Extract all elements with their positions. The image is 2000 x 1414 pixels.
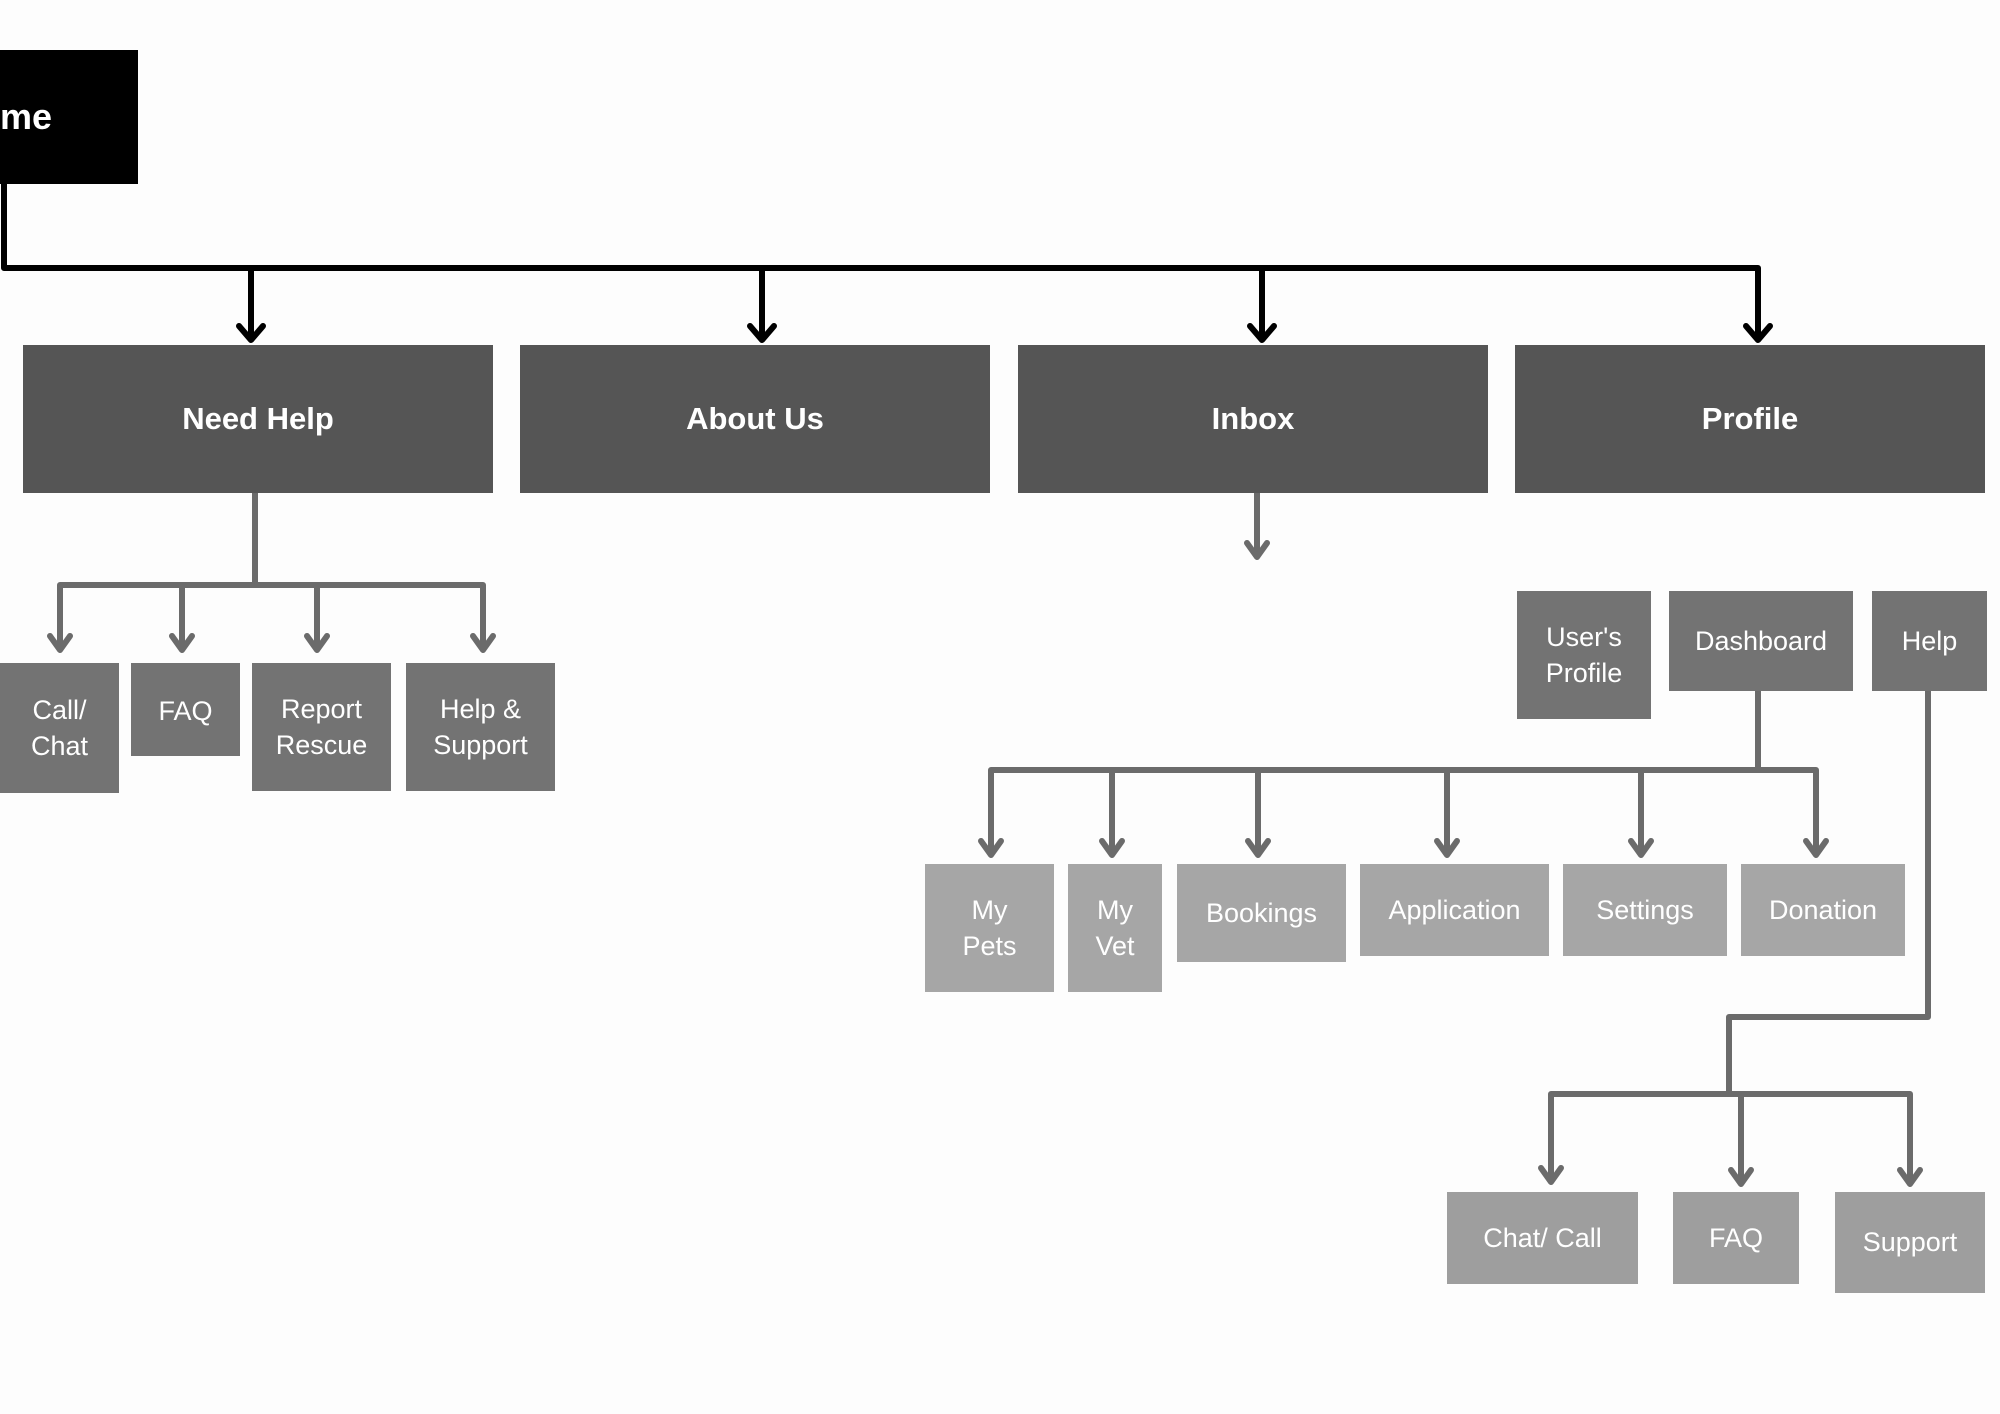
chat-call-label: Chat/ Call — [1483, 1222, 1602, 1253]
users-profile-node[interactable]: User's Profile — [1517, 591, 1651, 719]
root-label: me — [0, 96, 53, 137]
chat-call-node[interactable]: Chat/ Call — [1447, 1192, 1638, 1284]
report-rescue-label: Report Rescue — [275, 693, 368, 760]
arrow-head-chat-call — [1538, 1165, 1564, 1185]
arrow-head-my-pets — [978, 838, 1004, 858]
root-connectors — [1, 181, 1773, 343]
arrow-head-faq — [169, 633, 195, 653]
help-support-label: Help & Support — [433, 693, 528, 760]
help-support-node[interactable]: Help & Support — [406, 663, 555, 791]
arrow-head-profile — [1743, 323, 1773, 343]
arrow-head-bookings — [1245, 838, 1271, 858]
root-node[interactable]: me — [0, 50, 138, 184]
help-faq-label: FAQ — [1708, 1222, 1763, 1253]
need-help-faq-label: FAQ — [158, 696, 213, 726]
arrow-head-donation — [1803, 838, 1829, 858]
arrow-head-support — [1897, 1167, 1923, 1187]
help-node[interactable]: Help — [1872, 591, 1987, 691]
profile-label: Profile — [1701, 401, 1799, 436]
donation-node[interactable]: Donation — [1741, 864, 1905, 956]
report-rescue-node[interactable]: Report Rescue — [252, 663, 391, 791]
arrow-head-need-help — [236, 323, 266, 343]
arrow-head-report-rescue — [304, 633, 330, 653]
arrow-head-inbox — [1247, 323, 1277, 343]
arrow-head-settings — [1628, 838, 1654, 858]
users-profile-label: User's Profile — [1545, 621, 1623, 688]
need-help-faq-node[interactable]: FAQ — [131, 663, 240, 756]
support-label: Support — [1862, 1227, 1958, 1258]
inbox-label: Inbox — [1211, 401, 1295, 436]
help-faq-node[interactable]: FAQ — [1673, 1192, 1799, 1284]
about-us-node[interactable]: About Us — [520, 345, 990, 493]
dashboard-node[interactable]: Dashboard — [1669, 591, 1853, 691]
profile-node[interactable]: Profile — [1515, 345, 1985, 493]
help-trunk-line — [1548, 687, 1931, 1185]
inbox-node[interactable]: Inbox — [1018, 345, 1488, 493]
help-label: Help — [1901, 625, 1958, 656]
arrow-head-my-vet — [1099, 838, 1125, 858]
call-chat-label: Call/ Chat — [30, 694, 89, 761]
my-vet-label: My Vet — [1095, 894, 1135, 961]
dashboard-trunk-line — [988, 687, 1819, 856]
support-node[interactable]: Support — [1835, 1192, 1985, 1293]
call-chat-node[interactable]: Call/ Chat — [0, 663, 119, 793]
arrow-head-about-us — [747, 323, 777, 343]
settings-label: Settings — [1596, 894, 1694, 925]
application-node[interactable]: Application — [1360, 864, 1549, 956]
bookings-label: Bookings — [1205, 897, 1318, 928]
dashboard-label: Dashboard — [1694, 625, 1828, 656]
donation-label: Donation — [1768, 894, 1878, 925]
need-help-node[interactable]: Need Help — [23, 345, 493, 493]
need-help-trunk-line — [57, 490, 486, 651]
about-us-label: About Us — [686, 401, 824, 436]
root-trunk-line — [1, 181, 1761, 341]
my-vet-node[interactable]: My Vet — [1068, 864, 1162, 992]
arrow-head-application — [1434, 838, 1460, 858]
application-label: Application — [1388, 894, 1521, 925]
arrow-head-inbox-down — [1244, 540, 1270, 560]
arrow-head-help-faq — [1728, 1167, 1754, 1187]
my-pets-label: My Pets — [962, 894, 1017, 961]
settings-node[interactable]: Settings — [1563, 864, 1727, 956]
arrow-head-call-chat — [47, 633, 73, 653]
arrow-head-help-support — [470, 633, 496, 653]
sub-connectors — [47, 490, 1931, 1187]
need-help-label: Need Help — [182, 401, 334, 436]
bookings-node[interactable]: Bookings — [1177, 864, 1346, 962]
my-pets-node[interactable]: My Pets — [925, 864, 1054, 992]
